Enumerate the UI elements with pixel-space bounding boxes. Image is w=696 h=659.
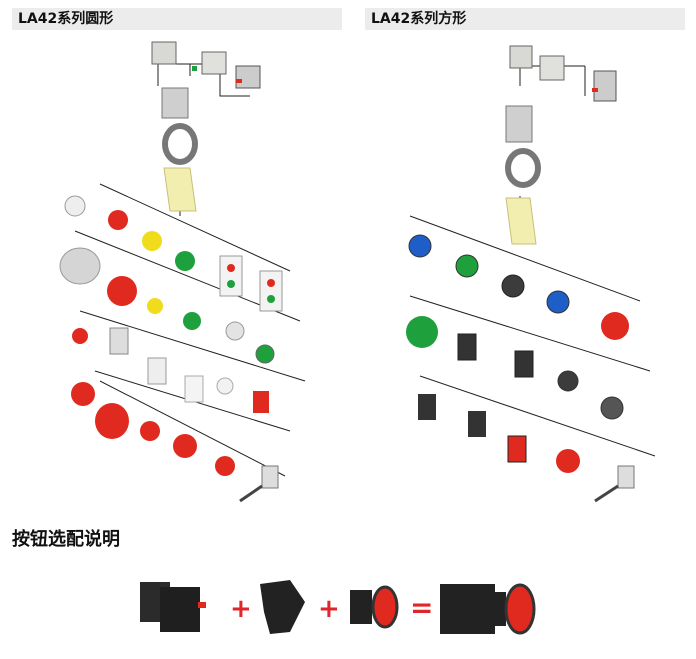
indicator-light-icon — [147, 255, 283, 395]
legend-plate-icon — [505, 197, 537, 245]
connector-lines — [409, 65, 656, 457]
contact-block-icon — [140, 582, 206, 632]
push-button-icon — [408, 234, 624, 420]
square-series-diagram — [406, 45, 656, 503]
assembled-button-icon — [440, 583, 536, 635]
plus-operator: + — [318, 594, 340, 624]
mounting-bracket-icon — [505, 105, 533, 143]
joystick-icon — [594, 465, 635, 503]
selector-switch-icon — [457, 333, 534, 463]
assembly-heading: 按钮选配说明 — [12, 529, 120, 550]
ring-nut-icon — [505, 148, 541, 188]
push-button-icon — [64, 195, 195, 344]
mounting-bracket-icon — [260, 580, 305, 634]
mounting-bracket-icon — [161, 87, 189, 119]
assembly-illustration: + + = — [140, 580, 536, 635]
key-switch-icon — [418, 394, 486, 437]
mushroom-button-icon — [406, 312, 629, 473]
mushroom-button-icon — [59, 247, 235, 476]
contact-block-icon — [509, 45, 617, 102]
left-panel-title: LA42系列圆形 — [12, 8, 342, 30]
ring-nut-icon — [162, 123, 198, 165]
right-panel-title: LA42系列方形 — [365, 8, 685, 30]
push-button-icon — [350, 585, 399, 629]
plus-operator: + — [230, 594, 252, 624]
equals-operator: = — [410, 591, 433, 624]
joystick-icon — [239, 465, 279, 503]
legend-plate-icon — [163, 167, 197, 212]
contact-block-icon — [151, 41, 261, 89]
selector-switch-icon — [109, 327, 269, 413]
round-series-diagram — [59, 41, 306, 503]
